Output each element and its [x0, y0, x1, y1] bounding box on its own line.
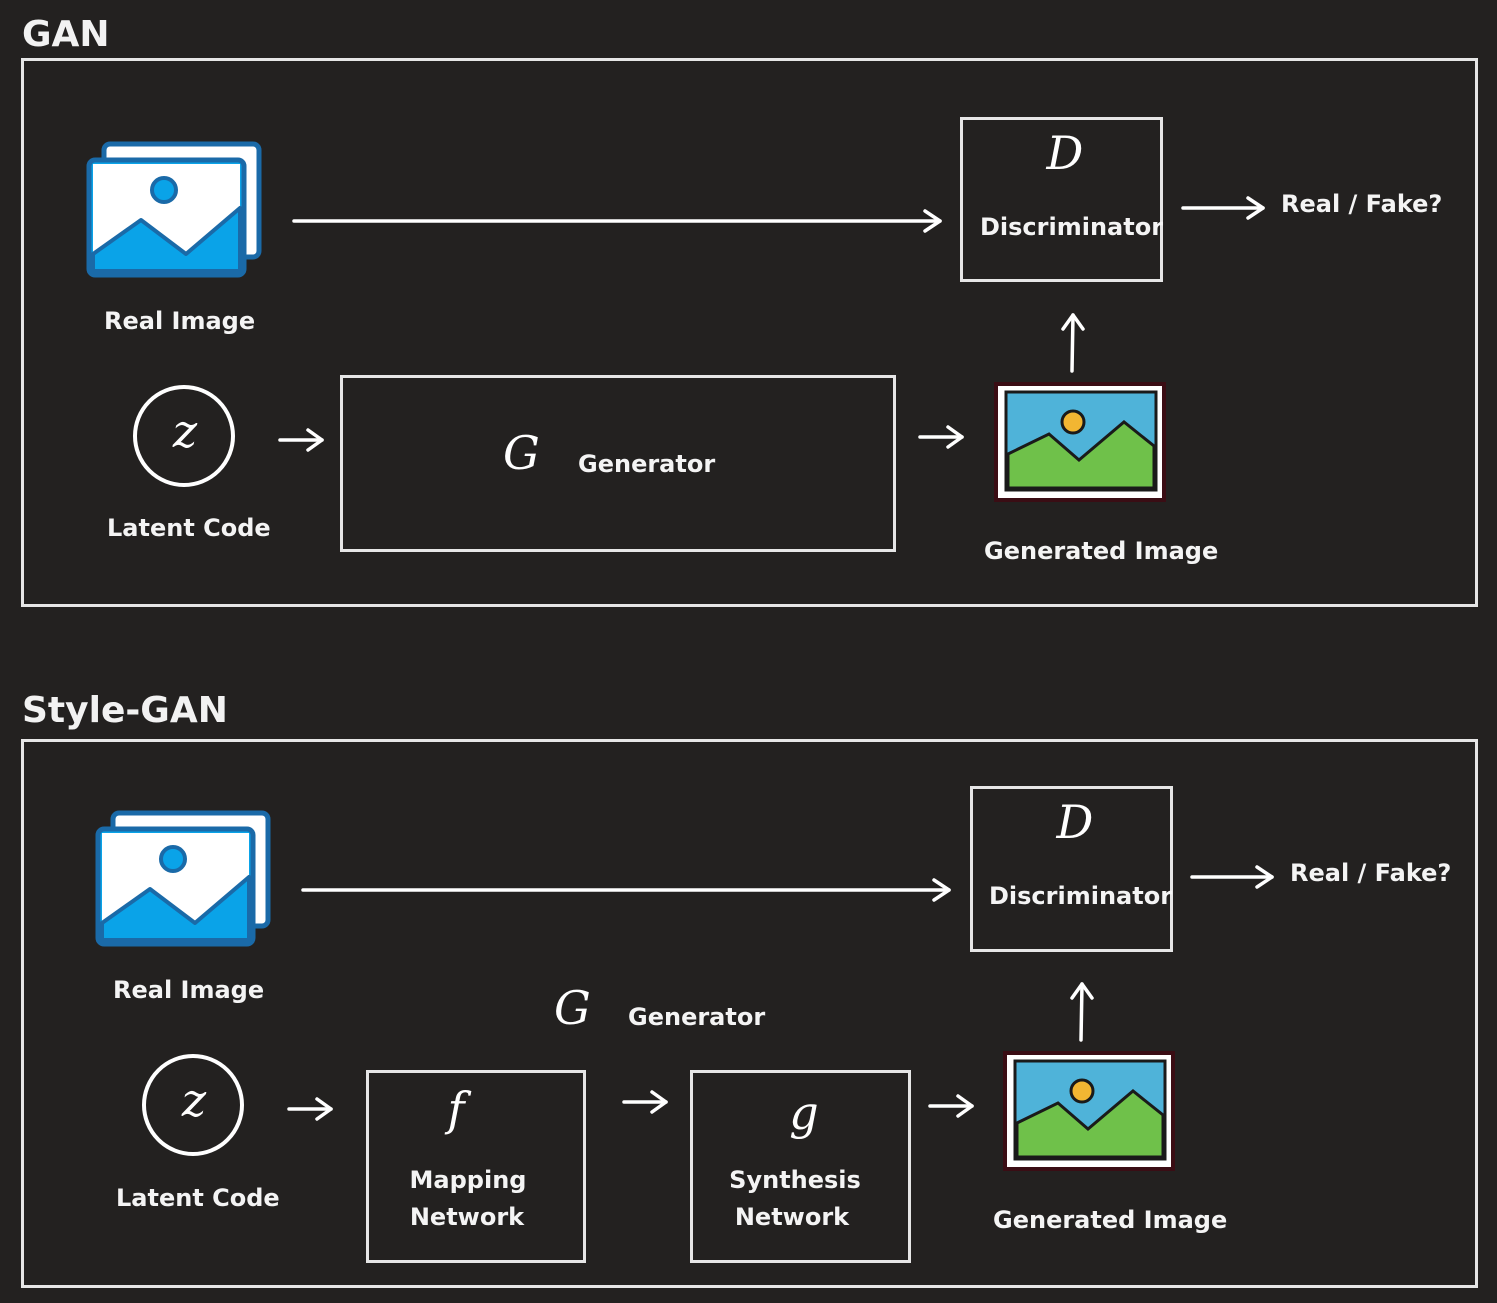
stylegan-discriminator-box: [970, 786, 1173, 952]
arrow-icon: [292, 209, 942, 233]
stylegan-generated-image-label: Generated Image: [993, 1206, 1228, 1234]
stylegan-generator-label: Generator: [628, 1003, 766, 1031]
gan-title: GAN: [22, 14, 110, 55]
stylegan-generator-symbol: G: [554, 981, 591, 1035]
arrow-icon: [278, 428, 324, 452]
stylegan-output-label: Real / Fake?: [1290, 859, 1452, 887]
stylegan-title: Style-GAN: [22, 690, 228, 731]
stylegan-latent-symbol: z: [181, 1073, 207, 1127]
arrow-icon: [287, 1097, 333, 1121]
arrow-icon: [301, 878, 951, 902]
mapping-label-line1: Mapping: [409, 1166, 527, 1194]
arrow-icon: [1181, 196, 1265, 220]
mapping-network-box: [366, 1070, 586, 1263]
gan-discriminator-label: Discriminator: [980, 213, 1164, 241]
gan-latent-code-label: Latent Code: [107, 514, 271, 542]
synthesis-network-box: [690, 1070, 911, 1263]
gan-output-label: Real / Fake?: [1281, 190, 1443, 218]
synthesis-label-line2: Network: [734, 1203, 850, 1231]
stylegan-panel: [21, 739, 1478, 1288]
gan-discriminator-symbol: D: [1046, 126, 1084, 180]
stylegan-real-image-label: Real Image: [113, 976, 265, 1004]
gan-latent-symbol: z: [172, 404, 198, 458]
gan-real-image-label: Real Image: [104, 307, 256, 335]
mapping-symbol: f: [447, 1082, 465, 1136]
gan-generator-box: [340, 375, 896, 552]
arrow-icon: [1190, 865, 1274, 889]
arrow-icon: [622, 1090, 668, 1114]
arrow-icon: [928, 1094, 974, 1118]
arrow-icon: [1070, 982, 1094, 1042]
synthesis-label-line1: Synthesis: [729, 1166, 861, 1194]
gan-generator-symbol: G: [503, 426, 540, 480]
stylegan-discriminator-label: Discriminator: [989, 882, 1173, 910]
gan-panel: [21, 58, 1478, 607]
stylegan-latent-code-label: Latent Code: [116, 1184, 280, 1212]
arrow-icon: [1061, 313, 1085, 373]
arrow-icon: [918, 425, 964, 449]
gan-discriminator-box: [960, 117, 1163, 282]
mapping-label-line2: Network: [409, 1203, 525, 1231]
gan-generated-image-label: Generated Image: [984, 537, 1219, 565]
gan-generator-label: Generator: [578, 450, 716, 478]
synthesis-symbol: g: [789, 1086, 819, 1140]
stylegan-discriminator-symbol: D: [1056, 795, 1094, 849]
